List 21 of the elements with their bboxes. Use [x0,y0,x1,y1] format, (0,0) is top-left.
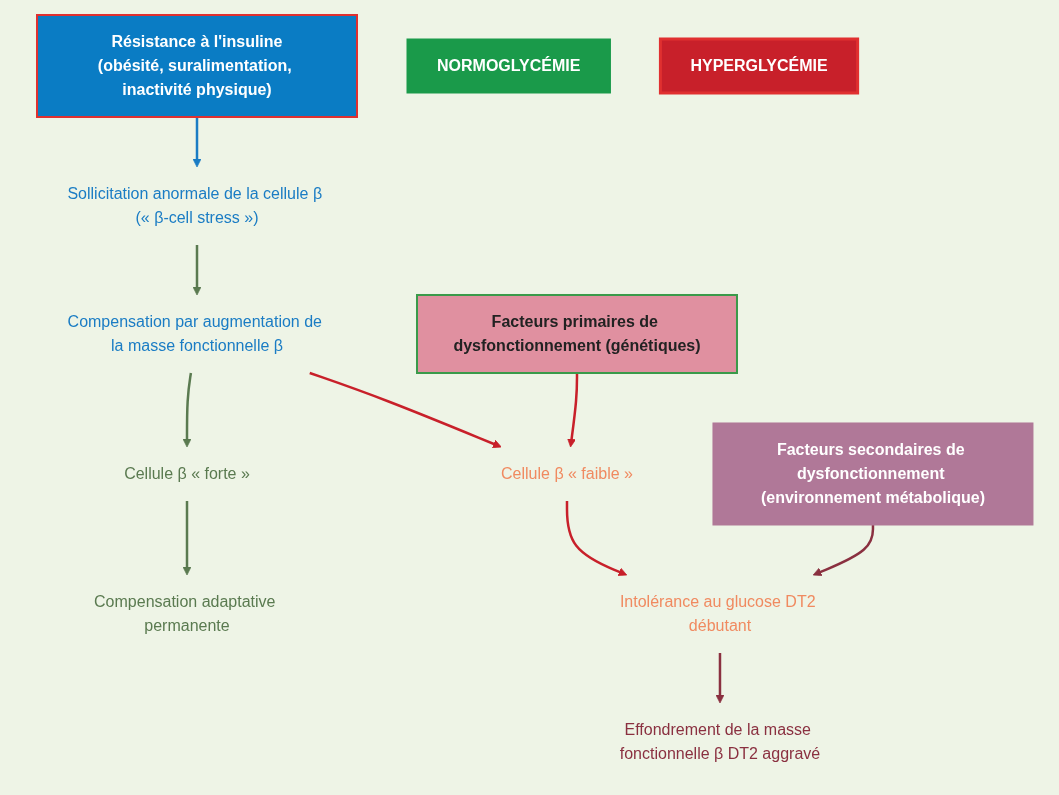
arrow [192,116,201,167]
arrow [812,524,874,576]
node-box: Résistance à l'insuline (obésité, suralimentation, inactivité physique) [35,13,358,118]
node-text: Effondrement de la masse fonctionnelle β DT2 aggravé [619,720,820,762]
arrow [192,244,201,295]
node-text: Sollicitation anormale de la cellule β (« β-cell stress ») [66,184,322,226]
node-text: Cellule β « forte » [123,464,250,482]
arrow [566,372,578,447]
arrow [565,500,627,576]
arrow [182,372,192,447]
node-box: Facteurs primaires de dysfonctionnement (génétiques) [415,293,738,374]
arrow [715,652,724,703]
arrow [182,500,191,575]
node-text: Compensation adaptative permanente [93,592,276,634]
node-text: Compensation par augmentation de la masse fonctionnelle β [67,312,322,354]
arrow [308,371,502,448]
node-text: Cellule β « faible » [500,464,633,482]
node-text: Intolérance au glucose DT2 débutant [619,592,816,634]
node-box: Facteurs secondaires de dysfonctionnement (environnement métabolique) [712,422,1033,525]
node-box: NORMOGLYCÉMIE [406,38,611,93]
node-box: HYPERGLYCÉMIE [658,37,859,94]
